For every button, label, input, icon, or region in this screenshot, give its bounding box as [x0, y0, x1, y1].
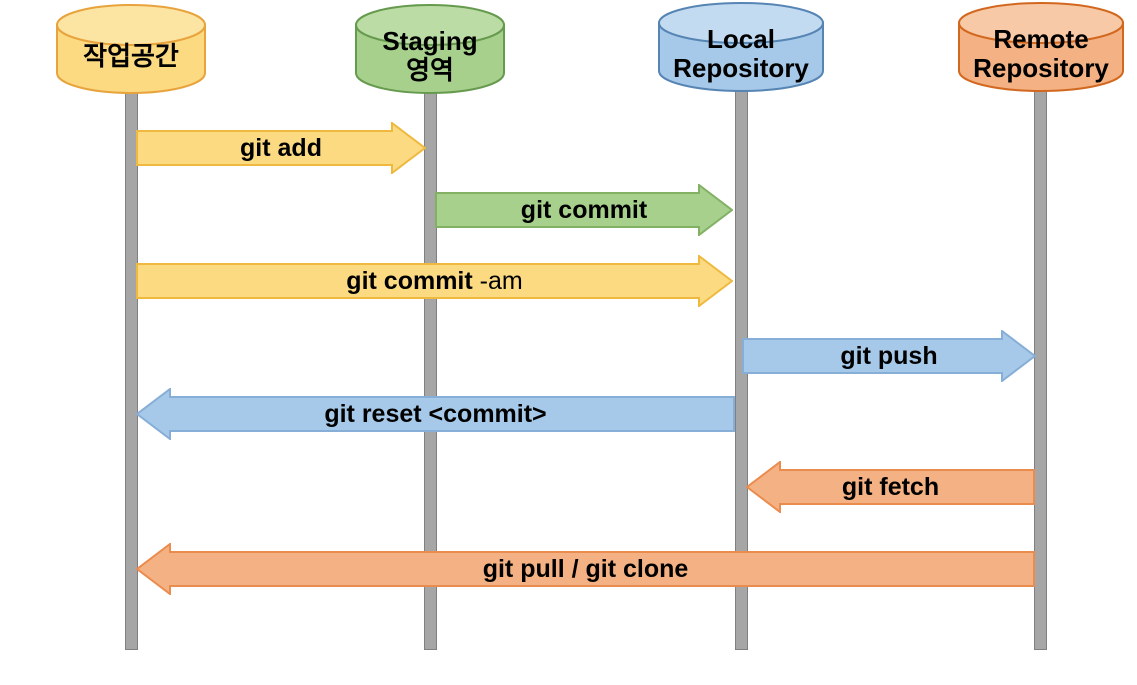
arrow-shape-right: [435, 184, 733, 236]
arrow-label-text: git push: [840, 341, 938, 370]
arrow-shape-right: [136, 122, 426, 174]
arrow-git-commit-am: git commit -am: [136, 255, 733, 307]
arrow-label-text: git pull / git clone: [482, 554, 689, 583]
arrow-label-git-push: git push: [742, 330, 1036, 382]
arrow-shape-right: [136, 255, 733, 307]
arrow-git-push: git push: [742, 330, 1036, 382]
node-staging-area: Staging 영역: [355, 4, 505, 96]
node-label-line1: Remote: [993, 24, 1089, 55]
node-remote-repository: Remote Repository: [958, 2, 1124, 94]
arrow-label-git-pull-clone: git pull / git clone: [136, 543, 1035, 595]
arrow-shape-left: [136, 388, 735, 440]
arrow-shape-right: [742, 330, 1036, 382]
arrow-label-git-commit-am: git commit -am: [136, 255, 733, 307]
arrow-label-text: git add: [240, 133, 322, 162]
arrow-shape-left: [746, 461, 1035, 513]
arrow-shape-left: [136, 543, 1035, 595]
arrow-label-text: git fetch: [841, 472, 940, 501]
arrow-label-text: git reset <commit>: [324, 399, 547, 428]
node-label-line2: 영역: [406, 55, 454, 85]
node-label-line1: 작업공간: [83, 40, 179, 71]
node-label-local-repository: Local Repository: [658, 2, 824, 94]
cylinder-top: [355, 4, 505, 46]
cylinder-top: [958, 2, 1124, 44]
arrow-git-pull-clone: git pull / git clone: [136, 543, 1035, 595]
node-label-line2: Repository: [973, 53, 1109, 83]
arrow-label-text: git commit: [346, 266, 473, 295]
node-label-line1: Staging: [382, 26, 478, 57]
arrow-label-suffix: -am: [472, 266, 523, 295]
arrow-git-commit: git commit: [435, 184, 733, 236]
arrow-git-reset: git reset <commit>: [136, 388, 735, 440]
arrow-git-fetch: git fetch: [746, 461, 1035, 513]
arrow-label-git-add: git add: [136, 122, 426, 174]
cylinder-top: [658, 2, 824, 44]
arrow-label-text: git commit: [520, 195, 648, 224]
arrow-label-git-commit: git commit: [435, 184, 733, 236]
arrow-label-git-fetch: git fetch: [746, 461, 1035, 513]
node-label-line1: Local: [707, 24, 775, 55]
node-local-repository: Local Repository: [658, 2, 824, 94]
arrow-git-add: git add: [136, 122, 426, 174]
node-label-workspace: 작업공간: [56, 4, 206, 96]
arrow-label-git-reset: git reset <commit>: [136, 388, 735, 440]
node-workspace: 작업공간: [56, 4, 206, 96]
node-label-remote-repository: Remote Repository: [958, 2, 1124, 94]
node-label-line2: Repository: [673, 53, 809, 83]
node-label-staging-area: Staging 영역: [355, 4, 505, 96]
cylinder-top: [56, 4, 206, 46]
